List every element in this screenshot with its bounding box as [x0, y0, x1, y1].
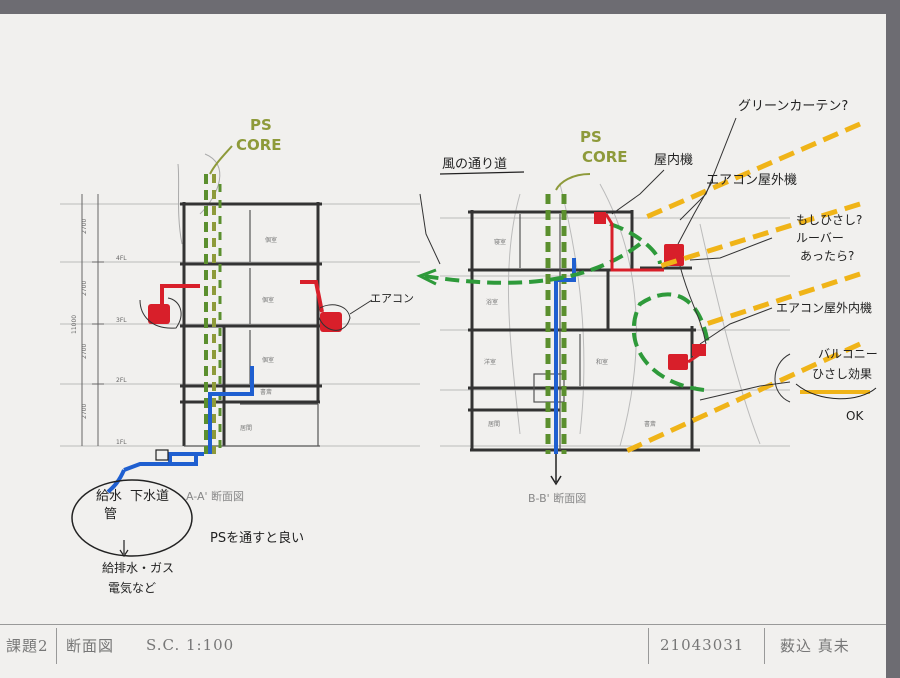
- room-label: 個室: [262, 296, 274, 304]
- level-label: 4FL: [116, 255, 127, 262]
- ps-core-label: PS: [250, 116, 272, 134]
- room-label: 洋室: [484, 358, 496, 366]
- dim-label: 11000: [71, 315, 78, 334]
- room-label: 書斎: [644, 420, 656, 428]
- student-name: 薮込 真未: [780, 636, 850, 655]
- level-label: 3FL: [116, 317, 127, 324]
- water-meter: [155, 449, 169, 461]
- room-label: 寝室: [494, 238, 506, 246]
- dim-label: 2700: [81, 281, 88, 296]
- sunlight-ray: [618, 121, 862, 457]
- room-label: 書斎: [260, 388, 272, 396]
- note-balcony: バルコニー: [818, 347, 878, 361]
- left-section: 2700 2700 2700 2700 11000 4FL 3FL 2FL 1F…: [60, 116, 420, 595]
- note-items: 電気など: [108, 580, 156, 595]
- title-block: 課題2 断面図 S.C. 1:100 21043031 薮込 真未: [0, 624, 886, 666]
- pipe-label: 下水道: [130, 489, 169, 504]
- dim-label: 2700: [81, 344, 88, 359]
- pipe-note-circle: [71, 479, 193, 557]
- drawing-sheet: 2700 2700 2700 2700 11000 4FL 3FL 2FL 1F…: [0, 14, 886, 678]
- note-ok: OK: [846, 409, 864, 423]
- dim-label: 2700: [81, 219, 88, 234]
- ps-core-shaft: [545, 173, 591, 454]
- note-louver: あったら?: [800, 249, 854, 263]
- section-caption: A-A' 断面図: [186, 489, 244, 503]
- room-label: 浴室: [486, 298, 498, 306]
- dimension-line: [81, 194, 104, 446]
- aircon-unit: [148, 304, 342, 332]
- note-louver: もしひさし?: [796, 213, 862, 227]
- room-label: 居間: [240, 425, 252, 432]
- water-pipe: [554, 258, 576, 454]
- pipe-label: 管: [104, 507, 117, 522]
- wind-path: [423, 222, 710, 392]
- ps-core-label: PS: [580, 128, 602, 146]
- section-drawing: 2700 2700 2700 2700 11000 4FL 3FL 2FL 1F…: [60, 99, 878, 595]
- dim-label: 2700: [81, 404, 88, 419]
- level-label: 2FL: [116, 377, 127, 384]
- room-label: 和室: [596, 358, 608, 366]
- section-caption: B-B' 断面図: [528, 491, 586, 505]
- room-label: 居間: [488, 421, 500, 428]
- note-aircon-outdoor-2: エアコン屋外内機: [776, 300, 872, 315]
- course-label: 課題2: [6, 636, 49, 655]
- scale-label: S.C. 1:100: [146, 636, 235, 654]
- level-label: 1FL: [116, 439, 127, 446]
- note-louver: ルーバー: [796, 231, 844, 245]
- ps-note: PSを通すと良い: [210, 530, 304, 546]
- ps-core-shaft: [204, 145, 233, 454]
- room-label: 個室: [265, 236, 277, 244]
- ps-core-label: CORE: [582, 148, 628, 166]
- right-section: 寝室 浴室 洋室 和室 居間 書斎 PS CORE: [416, 99, 878, 505]
- ps-core-label: CORE: [236, 136, 282, 154]
- note-green-curtain: グリーンカーテン?: [738, 99, 848, 114]
- note-items: 給排水・ガス: [102, 561, 174, 575]
- aircon-label: エアコン: [370, 292, 414, 305]
- drawing-name: 断面図: [66, 636, 115, 655]
- room-label: 個室: [262, 356, 274, 364]
- wind-label: 風の通り道: [442, 157, 507, 172]
- aircon-unit: [594, 212, 706, 370]
- note-aircon-outdoor: エアコン屋外機: [706, 173, 797, 188]
- water-pipe: [106, 366, 254, 494]
- student-id: 21043031: [660, 636, 745, 654]
- pipe-label: 給水: [96, 489, 122, 504]
- note-balcony: ひさし効果: [812, 366, 872, 381]
- note-roof-machine: 屋内機: [654, 152, 693, 168]
